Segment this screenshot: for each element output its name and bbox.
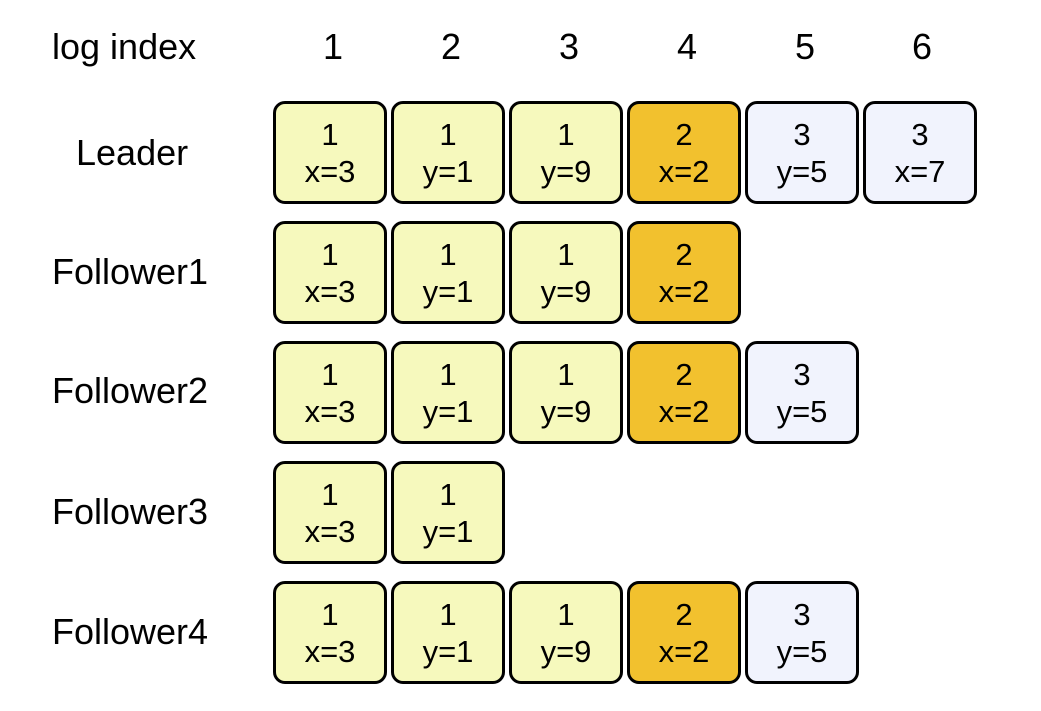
row-label-leader: Leader (76, 132, 189, 173)
log-entry-term: 1 (321, 476, 339, 512)
log-index-4: 4 (676, 26, 698, 67)
log-entry-command: y=1 (422, 513, 474, 549)
log-index-2: 2 (440, 26, 462, 67)
row-label-follower3: Follower3 (52, 491, 209, 532)
row-label-follower2: Follower2 (52, 370, 209, 411)
log-entry-command: x=2 (658, 273, 710, 309)
log-entry-command: x=7 (894, 153, 946, 189)
log-entry-term: 1 (557, 356, 575, 392)
log-entry-term: 1 (321, 236, 339, 272)
log-entry-term: 1 (439, 236, 457, 272)
log-entry-command: y=5 (776, 393, 828, 429)
log-entry-term: 1 (321, 116, 339, 152)
log-entry-command: y=9 (540, 153, 592, 189)
log-entry-command: x=2 (658, 633, 710, 669)
log-entry-term: 2 (675, 116, 693, 152)
log-entry-command: y=9 (540, 273, 592, 309)
log-entry-command: y=9 (540, 633, 592, 669)
log-entry-command: y=1 (422, 633, 474, 669)
log-index-1: 1 (322, 26, 344, 67)
log-entry-command: y=1 (422, 273, 474, 309)
log-entry-term: 3 (793, 356, 811, 392)
log-entry-term: 3 (911, 116, 929, 152)
log-entry-term: 1 (439, 116, 457, 152)
log-entry-term: 1 (557, 236, 575, 272)
log-entry-term: 1 (439, 476, 457, 512)
log-entry-command: x=3 (304, 633, 356, 669)
log-index-header-label: log index (52, 26, 197, 67)
log-entry-term: 1 (557, 596, 575, 632)
log-entry-term: 3 (793, 116, 811, 152)
row-label-follower1: Follower1 (52, 251, 209, 292)
log-entry-command: y=5 (776, 633, 828, 669)
log-entry-term: 1 (439, 356, 457, 392)
log-entry-term: 1 (557, 116, 575, 152)
row-label-follower4: Follower4 (52, 611, 209, 652)
log-index-3: 3 (558, 26, 580, 67)
log-entry-term: 1 (321, 356, 339, 392)
log-entry-command: x=3 (304, 273, 356, 309)
log-entry-command: x=3 (304, 513, 356, 549)
log-entry-command: x=2 (658, 153, 710, 189)
log-index-6: 6 (911, 26, 933, 67)
log-entry-command: y=5 (776, 153, 828, 189)
log-entry-command: x=3 (304, 153, 356, 189)
log-entry-term: 2 (675, 356, 693, 392)
log-entry-command: y=9 (540, 393, 592, 429)
log-entry-term: 2 (675, 236, 693, 272)
log-entry-term: 1 (321, 596, 339, 632)
log-entry-term: 3 (793, 596, 811, 632)
log-entry-command: x=2 (658, 393, 710, 429)
log-entry-command: x=3 (304, 393, 356, 429)
log-entry-term: 1 (439, 596, 457, 632)
log-entry-command: y=1 (422, 393, 474, 429)
log-entry-command: y=1 (422, 153, 474, 189)
log-index-5: 5 (794, 26, 816, 67)
log-entry-term: 2 (675, 596, 693, 632)
